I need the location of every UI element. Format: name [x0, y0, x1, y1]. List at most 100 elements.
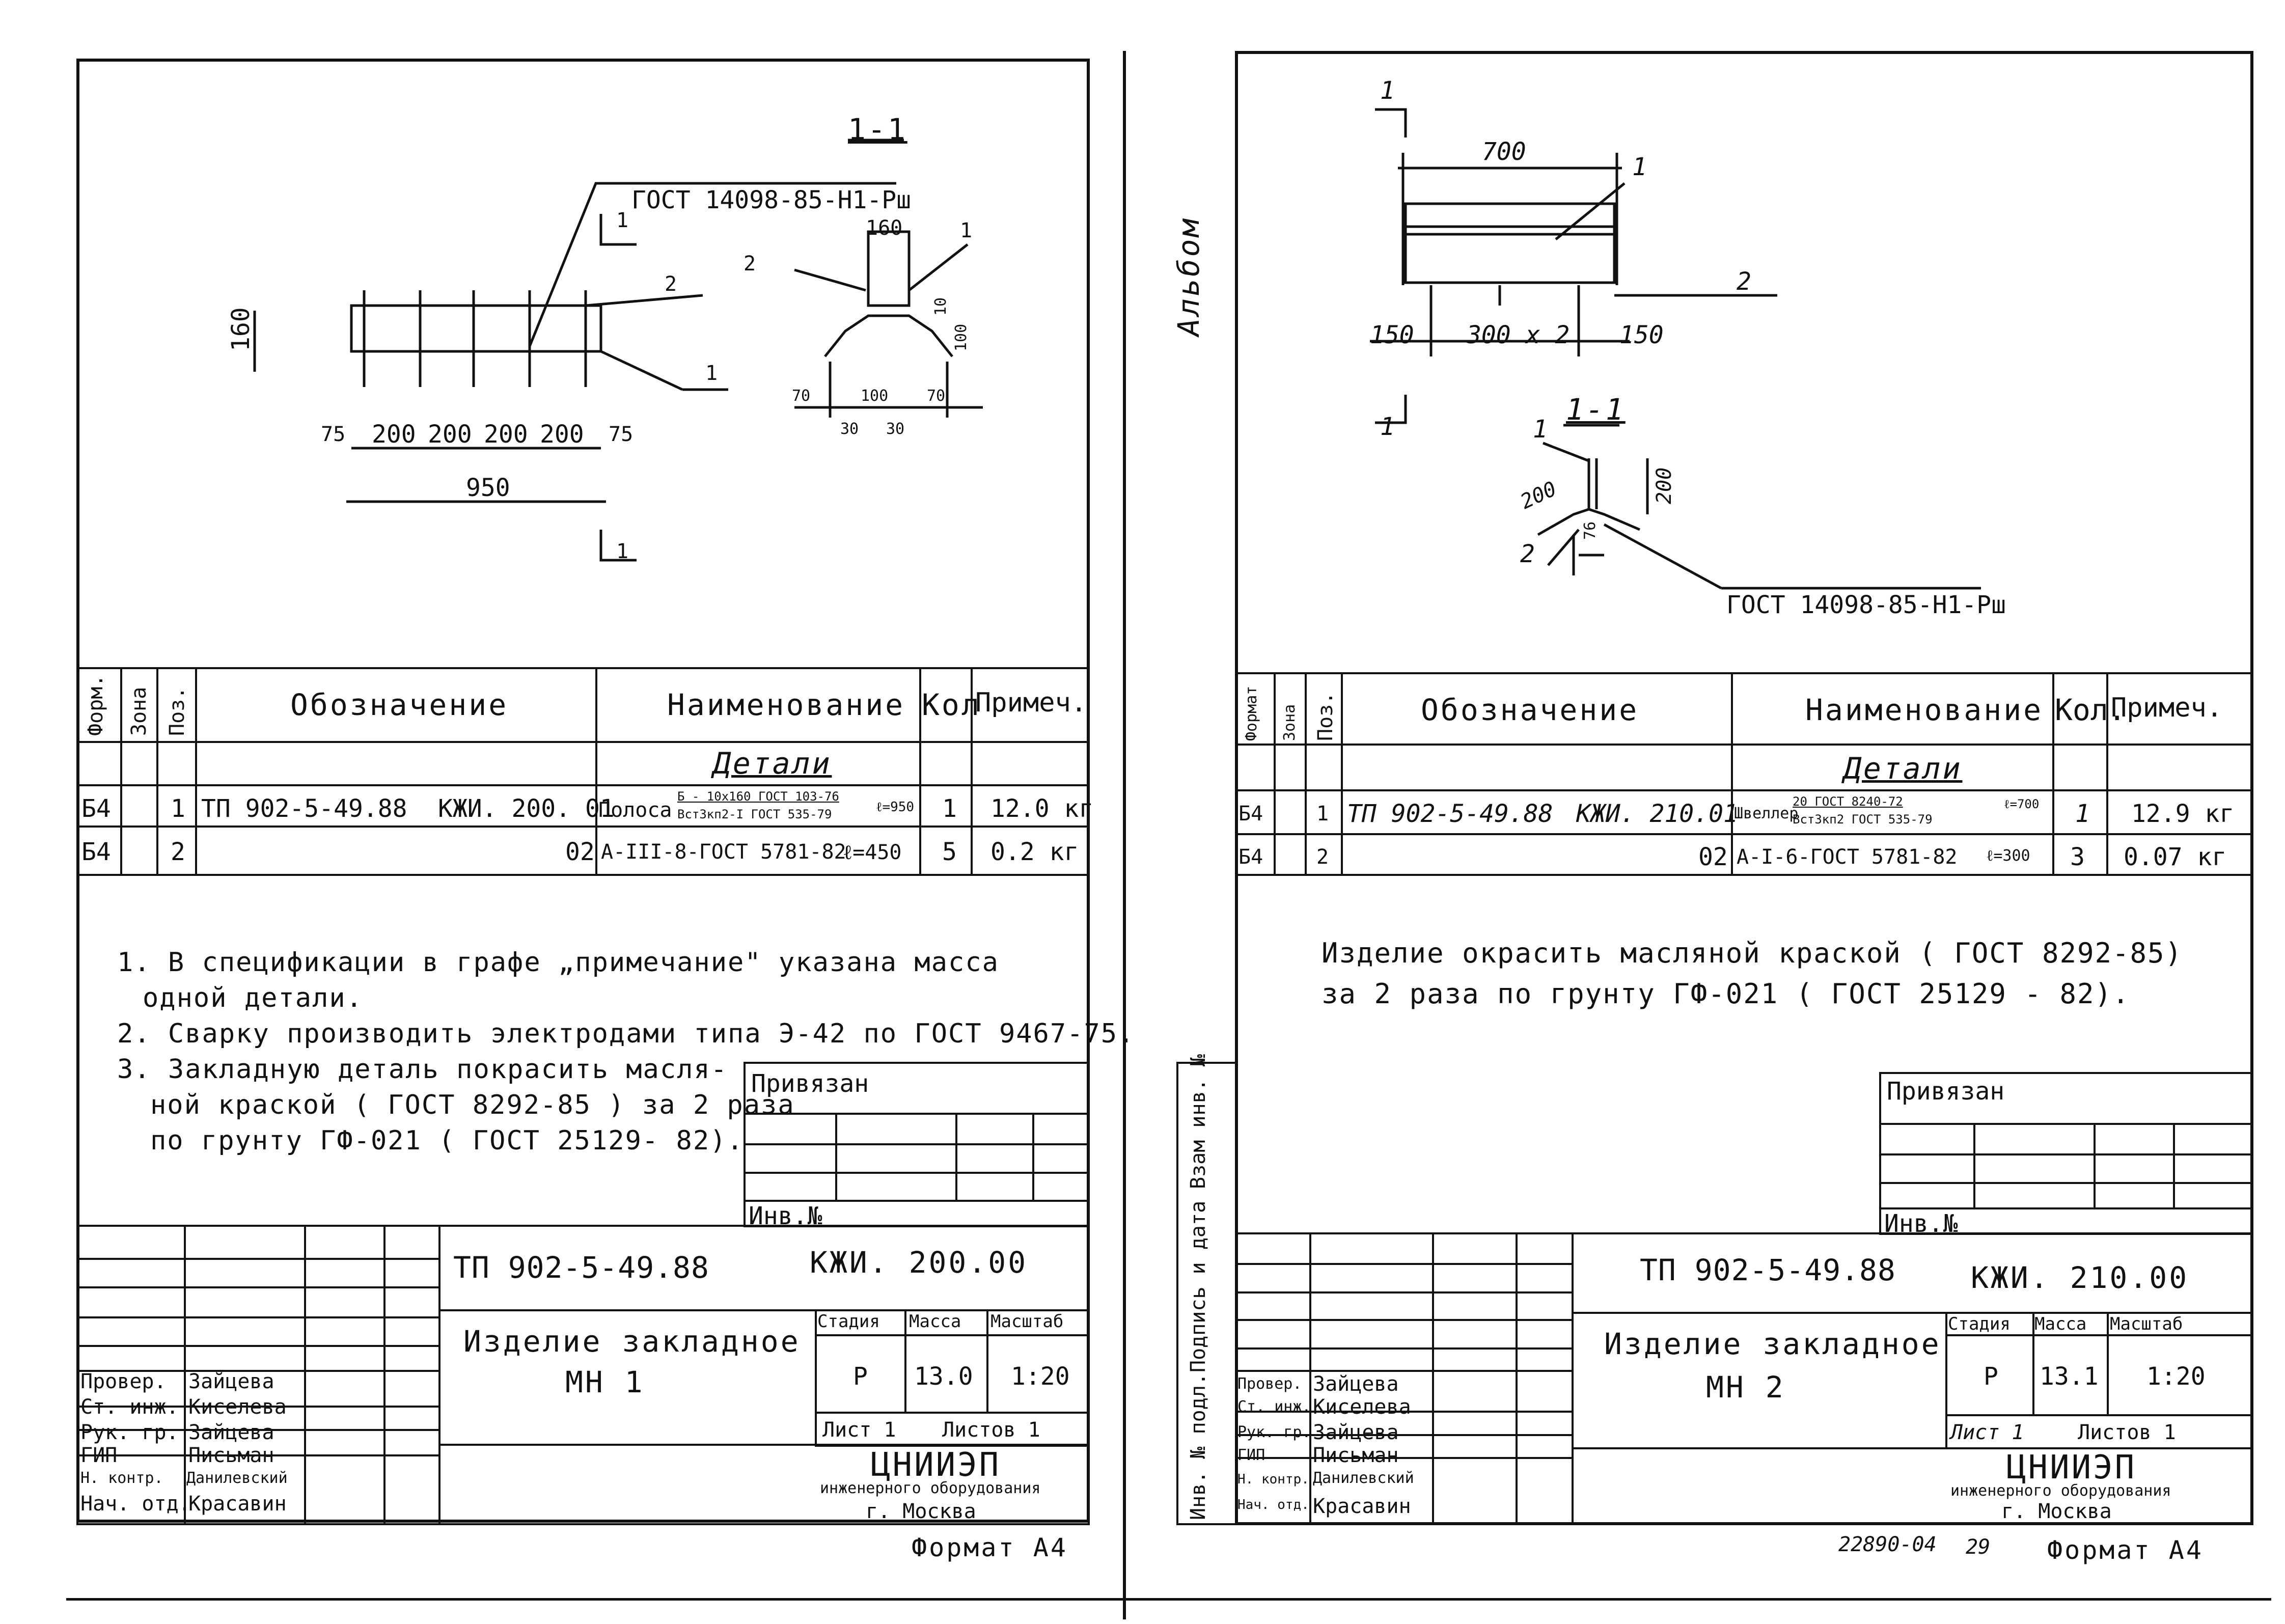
right-r2-len: ℓ=300	[1986, 847, 2030, 865]
left-signer-role-6: Нач. отд.	[80, 1492, 191, 1516]
left-signer-name-3: Зайцева	[188, 1421, 274, 1444]
right-org1: ЦНИИЭП	[2006, 1449, 2137, 1487]
left-r1-len: ℓ=950	[876, 800, 915, 815]
left-section-label: 1-1	[848, 112, 907, 147]
left-r1-pos: 1	[171, 794, 185, 823]
right-cut-top: 1	[1380, 76, 1395, 105]
left-sec-w: 160	[866, 216, 903, 240]
right-name-1: Изделие закладное	[1604, 1327, 1941, 1361]
right-r1-qty: 1	[2075, 800, 2090, 828]
left-sheets: Листов 1	[942, 1418, 1040, 1442]
right-r1-len: ℓ=700	[2004, 797, 2040, 811]
left-sec-c1: 30	[840, 420, 859, 438]
left-sheet: Лист 1	[822, 1418, 896, 1442]
left-r2-code: 02	[565, 838, 595, 866]
left-r1-format: Б4	[81, 794, 111, 823]
left-privyazan: Привязан	[751, 1069, 869, 1098]
right-sheet: Лист 1	[1950, 1421, 2024, 1444]
right-note-1: Изделие окрасить масляной краской ( ГОСТ…	[1322, 937, 2183, 969]
right-r2-code: 02	[1698, 843, 1728, 871]
right-r1-code: КЖИ. 210.01	[1576, 800, 1738, 828]
right-cut-bot: 1	[1380, 412, 1395, 441]
left-r2-note: 0.2 кг	[990, 838, 1079, 866]
left-section-title: Детали	[713, 746, 832, 781]
left-th-note: Примеч.	[975, 687, 1087, 718]
right-privyazan: Привязан	[1887, 1077, 2005, 1106]
right-r1-format: Б4	[1238, 802, 1263, 825]
right-section-title: Детали	[1843, 751, 1963, 786]
left-signer-role-4: ГИП	[80, 1444, 118, 1467]
left-sec-b2: 100	[861, 387, 889, 405]
right-s76: 76	[1581, 521, 1599, 540]
right-r2-name: А-I-6-ГОСТ 5781-82	[1737, 845, 1958, 869]
right-r1-name-bot: Вст3кп2 ГОСТ 535-79	[1793, 812, 1933, 827]
right-signer-name-4: Письман	[1313, 1444, 1399, 1467]
left-signer-name-5: Данилевский	[186, 1469, 288, 1487]
right-org2: инженерного оборудования	[1950, 1482, 2171, 1500]
left-scale-h: Масштаб	[990, 1311, 1064, 1332]
left-dim-total: 950	[466, 474, 510, 502]
left-signer-role-3: Рук. гр.	[80, 1421, 179, 1444]
left-sec-b3: 70	[927, 387, 946, 405]
left-dim-200b: 200	[428, 420, 472, 449]
left-note-3: 3. Закладную деталь покрасить масля-	[117, 1054, 728, 1085]
right-th-zone: Зона	[1281, 704, 1299, 741]
right-signer-role-6: Нач. отд.	[1237, 1497, 1309, 1512]
left-cut-mark-bot: 1	[616, 540, 629, 563]
left-dim-75a: 75	[321, 423, 346, 446]
right-dim-150b: 150	[1619, 321, 1664, 349]
left-pos-2: 2	[665, 272, 677, 296]
left-r1-qty: 1	[942, 794, 957, 823]
left-sec-c2: 30	[886, 420, 905, 438]
right-side-strip	[1176, 1062, 1238, 1525]
left-th-designation: Обозначение	[290, 687, 509, 722]
left-signer-name-6: Красавин	[188, 1492, 287, 1516]
right-dim-len: 700	[1482, 137, 1526, 166]
left-r2-len: ℓ=450	[843, 841, 902, 864]
left-r1-name-top: Б - 10х160 ГОСТ 103-76	[677, 789, 839, 804]
right-stage: Р	[1984, 1362, 1998, 1391]
right-note-2: за 2 раза по грунту ГФ-021 ( ГОСТ 25129 …	[1322, 978, 2130, 1010]
right-signer-role-2: Ст. инж.	[1237, 1398, 1311, 1416]
left-signer-name-4: Письман	[188, 1444, 274, 1467]
right-r1-name: Швеллер	[1734, 805, 1799, 822]
left-stage-h: Стадия	[817, 1311, 880, 1332]
right-signer-role-3: Рук. гр.	[1237, 1423, 1311, 1441]
center-divider	[1123, 51, 1126, 1619]
right-r1-name-top: 20 ГОСТ 8240-72	[1793, 794, 1903, 809]
right-pos2: 2	[1737, 267, 1751, 296]
left-dim-200a: 200	[372, 420, 416, 449]
right-dim-150a: 150	[1370, 321, 1414, 349]
right-th-name: Наименование	[1805, 693, 2044, 727]
right-page-num: 29	[1966, 1535, 1991, 1559]
right-r1-note: 12.9 кг	[2131, 800, 2235, 828]
right-pos1: 1	[1632, 153, 1647, 181]
left-mass-h: Масса	[909, 1311, 961, 1332]
left-r2-qty: 5	[942, 838, 957, 866]
right-signer-role-1: Провер.	[1237, 1375, 1302, 1393]
left-signer-role-1: Провер.	[80, 1370, 167, 1393]
right-scale-h: Масштаб	[2110, 1314, 2183, 1334]
right-r1-pos: 1	[1316, 802, 1329, 825]
left-note-2: 2. Сварку производить электродами типа Э…	[117, 1019, 1135, 1049]
left-doc-num: ТП 902-5-49.88	[453, 1250, 709, 1285]
left-stage: Р	[853, 1362, 868, 1391]
right-doc-num: ТП 902-5-49.88	[1640, 1253, 1896, 1287]
right-signer-name-3: Зайцева	[1313, 1421, 1399, 1444]
right-sheet-code: 22890-04	[1838, 1533, 1937, 1556]
left-note-3b: ной краской ( ГОСТ 8292-85 ) за 2 раза	[150, 1090, 795, 1120]
right-r2-note: 0.07 кг	[2124, 843, 2227, 871]
right-r2-format: Б4	[1238, 845, 1263, 869]
left-scale: 1:20	[1011, 1362, 1070, 1391]
left-signer-role-2: Ст. инж.	[80, 1395, 179, 1419]
right-th-note: Примеч.	[2111, 693, 2223, 723]
left-r1-name: Полоса	[598, 799, 672, 822]
right-sp1: 1	[1533, 415, 1548, 444]
left-sec-b1: 70	[792, 387, 811, 405]
left-signer-role-5: Н. контр.	[80, 1469, 163, 1487]
left-note-1b: одной детали.	[143, 983, 363, 1013]
left-r1-code: КЖИ. 200. 01	[438, 794, 615, 823]
right-sheets: Листов 1	[2078, 1421, 2176, 1444]
